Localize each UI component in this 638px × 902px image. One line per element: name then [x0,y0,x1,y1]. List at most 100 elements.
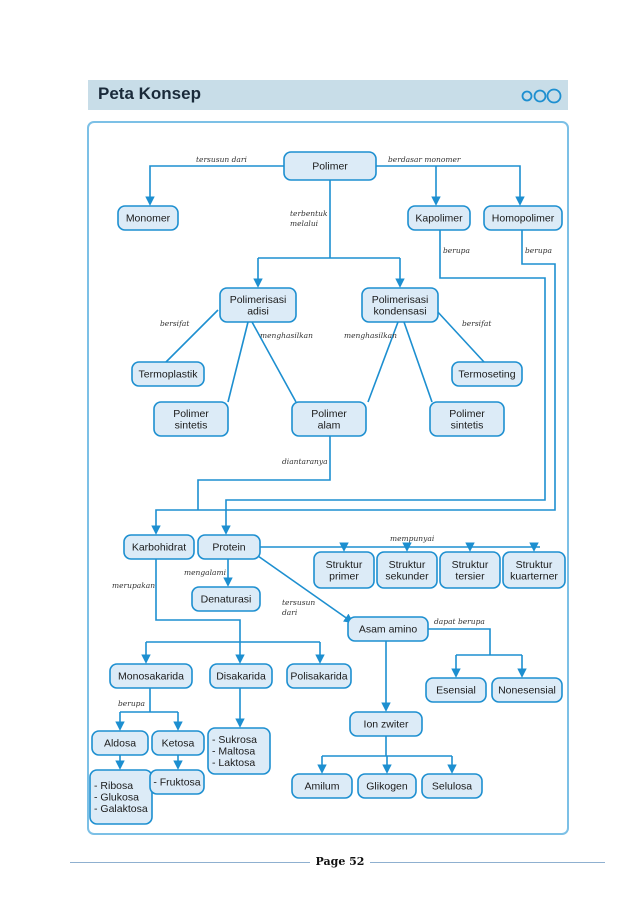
node-text: kondensasi [373,305,426,317]
connector-line [155,559,241,642]
node-text: primer [329,570,359,582]
node-disakarida: Disakarida [209,663,273,689]
node-aldosa: Aldosa [91,730,149,756]
edge-label-bersifat1: bersifat [160,319,190,328]
node-protein: Protein [197,534,261,560]
node-text: Asam amino [359,624,418,636]
edge-label-mengalami: mengalami [184,568,227,577]
node-denaturasi: Denaturasi [191,586,261,612]
node-text: sekunder [385,570,429,582]
node-ion-zwiter: Ion zwiter [349,711,423,737]
node-text: Termoseting [458,369,515,381]
connector-line [221,230,546,535]
node-kapolimer: Kapolimer [407,205,471,231]
node-fruktosa: - Fruktosa [149,769,205,795]
edge-label-tersusun-dari2: tersusun [282,598,315,607]
node-homopolimer: Homopolimer [483,205,563,231]
node-text: alam [318,419,341,431]
node-text: - Fruktosa [153,777,200,789]
connector-line [151,230,556,535]
node-text: - Ribosa [94,780,133,792]
node-text: sintetis [451,419,484,431]
node-text: kuarterner [510,570,558,582]
node-text: Karbohidrat [132,542,186,554]
node-monosakarida: Monosakarida [109,663,193,689]
edge-label-mempunyai: mempunyai [390,534,435,543]
node-text: Ketosa [162,738,195,750]
connector-line [428,628,491,655]
connector-line [367,321,399,403]
node-text: Monosakarida [118,671,184,683]
node-polimer: Polimer [283,151,377,181]
connector-line [435,309,485,363]
connector-line [403,321,433,403]
node-nonesensial: Nonesensial [491,677,563,703]
node-text: - Galaktosa [94,803,148,815]
node-text: Polimer [449,408,485,420]
connector-line [145,165,284,206]
edge-label-bersifat2: bersifat [462,319,492,328]
node-text: sintetis [175,419,208,431]
node-text: Polimerisasi [372,294,429,306]
node-esensial: Esensial [425,677,487,703]
node-text: Glikogen [366,781,408,793]
node-text: Struktur [389,559,426,571]
node-selulosa: Selulosa [421,773,483,799]
footer-rule-right [370,862,605,863]
connector-lines [115,165,556,774]
node-termoseting: Termoseting [451,361,523,387]
diagram-frame [87,121,569,835]
node-text: Polimer [311,408,347,420]
edge-label-menghasilkan2: menghasilkan [344,331,397,340]
edge-label-merupakan: merupakan [112,581,155,590]
node-text: Struktur [326,559,363,571]
node-text: Homopolimer [492,213,555,225]
edge-label-dapat-berupa: dapat berupa [434,617,485,626]
connector-line [251,321,297,403]
header-title: Peta Konsep [98,84,201,103]
node-text: adisi [247,305,269,317]
node-text: Termoplastik [139,369,199,381]
node-text: Nonesensial [498,685,556,697]
node-text: tersier [455,570,485,582]
connector-line [227,321,249,403]
edge-label-berdasar-monomer: berdasar monomer [388,155,461,164]
node-text: - Laktosa [212,757,255,769]
node-text: - Maltosa [212,746,255,758]
node-text: Amilum [304,781,339,793]
node-text: - Glukosa [94,792,139,804]
node-monomer: Monomer [117,205,179,231]
node-polisakarida: Polisakarida [286,663,352,689]
node-termoplastik: Termoplastik [131,361,205,387]
node-karbohidrat: Karbohidrat [123,534,195,560]
connector-line [197,436,331,510]
node-text: Denaturasi [201,594,252,606]
node-text: Polisakarida [290,671,347,683]
edge-label-tersusun-dari: tersusun dari [196,155,247,164]
connector-line [376,165,525,206]
node-text: Protein [212,542,245,554]
concept-map-header: Peta Konsep [88,80,568,110]
edge-label-terbentuk-melalui: melalui [290,219,319,228]
node-text: Esensial [436,685,476,697]
node-text: Aldosa [104,738,136,750]
edge-label-berupa2: berupa [525,246,552,255]
node-asam-amino: Asam amino [347,616,429,642]
edge-label-tersusun-dari2: dari [282,608,298,617]
node-text: Polimer [173,408,209,420]
node-text: Polimer [312,161,348,173]
edge-label-diantaranya: diantaranya [282,457,328,466]
node-amilum: Amilum [291,773,353,799]
node-text: Monomer [126,213,171,225]
node-ribosa: - Ribosa- Glukosa- Galaktosa [89,769,153,825]
dots-icon [521,88,562,104]
connector-line [257,555,354,624]
